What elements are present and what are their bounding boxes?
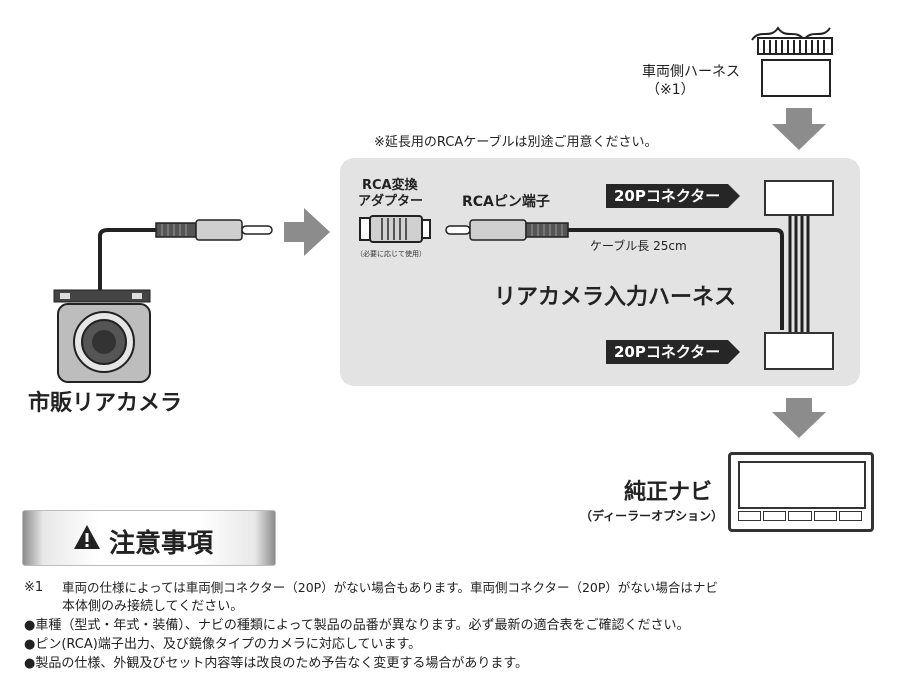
note-text: ピン(RCA)端子出力、及び鏡像タイプのカメラに対応しています。 [35,637,422,652]
adapter-label-line1: RCA変換 [362,178,418,193]
note-marker: ● [24,618,36,633]
note-marker: ● [24,637,36,652]
caution-banner: 注意事項 [22,510,276,566]
connector-tag-label: 20Pコネクター [606,184,729,208]
rca-pin-label: RCAピン端子 [462,194,550,210]
arrow-right-icon [728,340,741,364]
note-item: ● 製品の仕様、外観及びセット内容等は改良のため予告なく変更する場合があります。 [24,654,894,673]
navi-unit-icon [728,452,874,532]
notes-list: ※1 車両の仕様によっては車両側コネクター（20P）がない場合もあります。車両側… [24,578,894,673]
note-text: 車種（型式・年式・装備）、ナビの種類によって製品の品番が異なります。必ず最新の適… [35,618,690,633]
note-item: ※1 車両の仕様によっては車両側コネクター（20P）がない場合もあります。車両側… [24,578,894,597]
camera-label: 市販リアカメラ [28,391,183,416]
adapter-sub-label: （必要に応じて使用） [356,250,426,258]
rca-adapter-icon [359,215,431,243]
connector-tag-bottom: 20Pコネクター [606,340,741,364]
vehicle-harness-icon [751,26,833,97]
arrow-right-icon [728,184,741,208]
note-text: 本体側のみ接続してください。 [62,599,244,614]
note-text: 車両の仕様によっては車両側コネクター（20P）がない場合もあります。車両側コネク… [62,580,718,595]
note-marker: ● [24,656,36,671]
harness-wires [788,212,810,334]
arrow-right-icon [284,208,330,256]
connector-bottom-box [764,332,834,370]
harness-name: リアカメラ入力ハーネス [494,285,737,310]
camera-rca-plug-icon [155,219,273,241]
note-item: ● 車種（型式・年式・装備）、ナビの種類によって製品の品番が異なります。必ず最新… [24,616,894,635]
connector-top-box [764,180,834,216]
cable-length-label: ケーブル長 25cm [590,239,687,253]
note-marker: ※1 [24,580,44,595]
rear-camera-icon [53,289,151,383]
navi-sub-label: （ディーラーオプション） [580,509,724,523]
rca-cable [568,228,784,330]
arrow-down-icon [772,398,826,438]
caution-title: 注意事項 [109,529,214,559]
vehicle-harness-label: 車両側ハーネス [642,64,740,80]
navi-screen [738,461,866,509]
camera-cable [98,228,160,300]
vehicle-harness-note-ref: （※1） [646,82,695,98]
note-text: 製品の仕様、外観及びセット内容等は改良のため予告なく変更する場合があります。 [35,656,529,671]
adapter-label-line2: アダプター [358,194,424,209]
rca-cable-note: ※延長用のRCAケーブルは別途ご用意ください。 [374,135,658,150]
navi-label: 純正ナビ [624,480,713,505]
warning-triangle-icon [74,525,100,549]
connector-tag-label: 20Pコネクター [606,340,729,364]
rca-pin-plug-icon [445,219,569,241]
connector-tag-top: 20Pコネクター [606,184,741,208]
note-item: ● ピン(RCA)端子出力、及び鏡像タイプのカメラに対応しています。 [24,635,894,654]
arrow-down-icon [772,108,826,150]
navi-buttons [738,511,863,521]
